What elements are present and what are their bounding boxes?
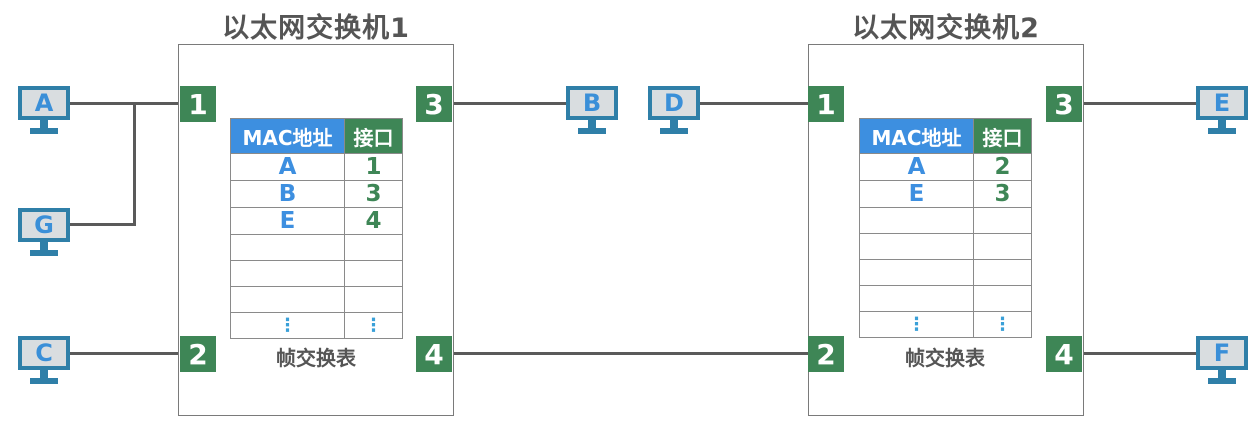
port-header: 接口 bbox=[973, 118, 1032, 154]
switch1-port-1: 1 bbox=[180, 86, 216, 122]
table-header-row: MAC地址 接口 bbox=[230, 118, 403, 154]
table-row bbox=[230, 234, 403, 261]
port-cell: 1 bbox=[344, 153, 403, 181]
port-cell bbox=[344, 234, 403, 261]
table-row: ⋮ ⋮ bbox=[859, 311, 1032, 338]
host-label: F bbox=[1200, 339, 1244, 367]
table-row bbox=[859, 285, 1032, 312]
mac-cell bbox=[859, 285, 974, 312]
table-row: A 1 bbox=[230, 153, 403, 181]
wire-junction-vertical bbox=[133, 102, 136, 226]
table-row: B 3 bbox=[230, 180, 403, 208]
monitor-icon: D bbox=[648, 86, 700, 120]
monitor-icon: E bbox=[1196, 86, 1248, 120]
mac-cell bbox=[859, 233, 974, 260]
table-row bbox=[230, 260, 403, 287]
switch1-port-2: 2 bbox=[180, 336, 216, 372]
switch1-title: 以太网交换机1 bbox=[222, 13, 410, 44]
wire-sw2p4-f bbox=[1084, 352, 1198, 355]
port-header: 接口 bbox=[344, 118, 403, 154]
ellipsis-cell: ⋮ bbox=[859, 311, 974, 338]
port-cell bbox=[973, 259, 1032, 286]
mac-header: MAC地址 bbox=[230, 118, 345, 154]
mac-cell bbox=[230, 234, 345, 261]
wire-sw1p3-b bbox=[454, 102, 568, 105]
monitor-icon: F bbox=[1196, 336, 1248, 370]
table-row bbox=[230, 286, 403, 313]
table-row: E 3 bbox=[859, 180, 1032, 208]
mac-cell: A bbox=[230, 153, 345, 181]
switch1-table-caption: 帧交换表 bbox=[276, 346, 356, 370]
host-f: F bbox=[1196, 336, 1248, 386]
host-label: E bbox=[1200, 89, 1244, 117]
mac-cell bbox=[230, 260, 345, 287]
ellipsis-cell: ⋮ bbox=[344, 312, 403, 339]
ellipsis-cell: ⋮ bbox=[230, 312, 345, 339]
table-row bbox=[859, 259, 1032, 286]
mac-cell bbox=[230, 286, 345, 313]
port-cell: 3 bbox=[344, 180, 403, 208]
table-row bbox=[859, 233, 1032, 260]
table-row: A 2 bbox=[859, 153, 1032, 181]
mac-cell: E bbox=[230, 207, 345, 235]
monitor-icon: B bbox=[566, 86, 618, 120]
port-cell bbox=[344, 286, 403, 313]
host-label: B bbox=[570, 89, 614, 117]
wire-a-sw1p1 bbox=[66, 102, 180, 105]
mac-cell: A bbox=[859, 153, 974, 181]
wire-c-sw1p2 bbox=[66, 352, 180, 355]
switch1-frame-table: MAC地址 接口 A 1 B 3 E 4 ⋮ ⋮ bbox=[230, 118, 403, 339]
port-cell bbox=[973, 233, 1032, 260]
switch2-title: 以太网交换机2 bbox=[852, 13, 1040, 44]
mac-header: MAC地址 bbox=[859, 118, 974, 154]
ellipsis-cell: ⋮ bbox=[973, 311, 1032, 338]
host-b: B bbox=[566, 86, 618, 136]
switch2-port-3: 3 bbox=[1046, 86, 1082, 122]
wire-g-junction bbox=[66, 223, 136, 226]
switch1-port-4: 4 bbox=[416, 336, 452, 372]
port-cell bbox=[973, 285, 1032, 312]
host-d: D bbox=[648, 86, 700, 136]
table-row: ⋮ ⋮ bbox=[230, 312, 403, 339]
host-label: A bbox=[22, 89, 66, 117]
switch2-port-1: 1 bbox=[808, 86, 844, 122]
port-cell: 3 bbox=[973, 180, 1032, 208]
switch1-port-3: 3 bbox=[416, 86, 452, 122]
mac-cell: B bbox=[230, 180, 345, 208]
mac-cell bbox=[859, 207, 974, 234]
switch2-table-caption: 帧交换表 bbox=[905, 346, 985, 370]
wire-d-sw2p1 bbox=[696, 102, 808, 105]
host-label: C bbox=[22, 339, 66, 367]
table-row bbox=[859, 207, 1032, 234]
mac-cell bbox=[859, 259, 974, 286]
wire-sw2p3-e bbox=[1084, 102, 1198, 105]
host-e: E bbox=[1196, 86, 1248, 136]
host-c: C bbox=[18, 336, 70, 386]
port-cell: 4 bbox=[344, 207, 403, 235]
table-header-row: MAC地址 接口 bbox=[859, 118, 1032, 154]
port-cell bbox=[344, 260, 403, 287]
monitor-icon: C bbox=[18, 336, 70, 370]
host-label: G bbox=[22, 211, 66, 239]
wire-sw1p4-sw2p2 bbox=[454, 352, 808, 355]
host-a: A bbox=[18, 86, 70, 136]
switch2-port-4: 4 bbox=[1046, 336, 1082, 372]
switch2-port-2: 2 bbox=[808, 336, 844, 372]
monitor-icon: G bbox=[18, 208, 70, 242]
monitor-icon: A bbox=[18, 86, 70, 120]
host-g: G bbox=[18, 208, 70, 258]
host-label: D bbox=[652, 89, 696, 117]
port-cell: 2 bbox=[973, 153, 1032, 181]
port-cell bbox=[973, 207, 1032, 234]
switch2-frame-table: MAC地址 接口 A 2 E 3 ⋮ ⋮ bbox=[859, 118, 1032, 338]
mac-cell: E bbox=[859, 180, 974, 208]
table-row: E 4 bbox=[230, 207, 403, 235]
